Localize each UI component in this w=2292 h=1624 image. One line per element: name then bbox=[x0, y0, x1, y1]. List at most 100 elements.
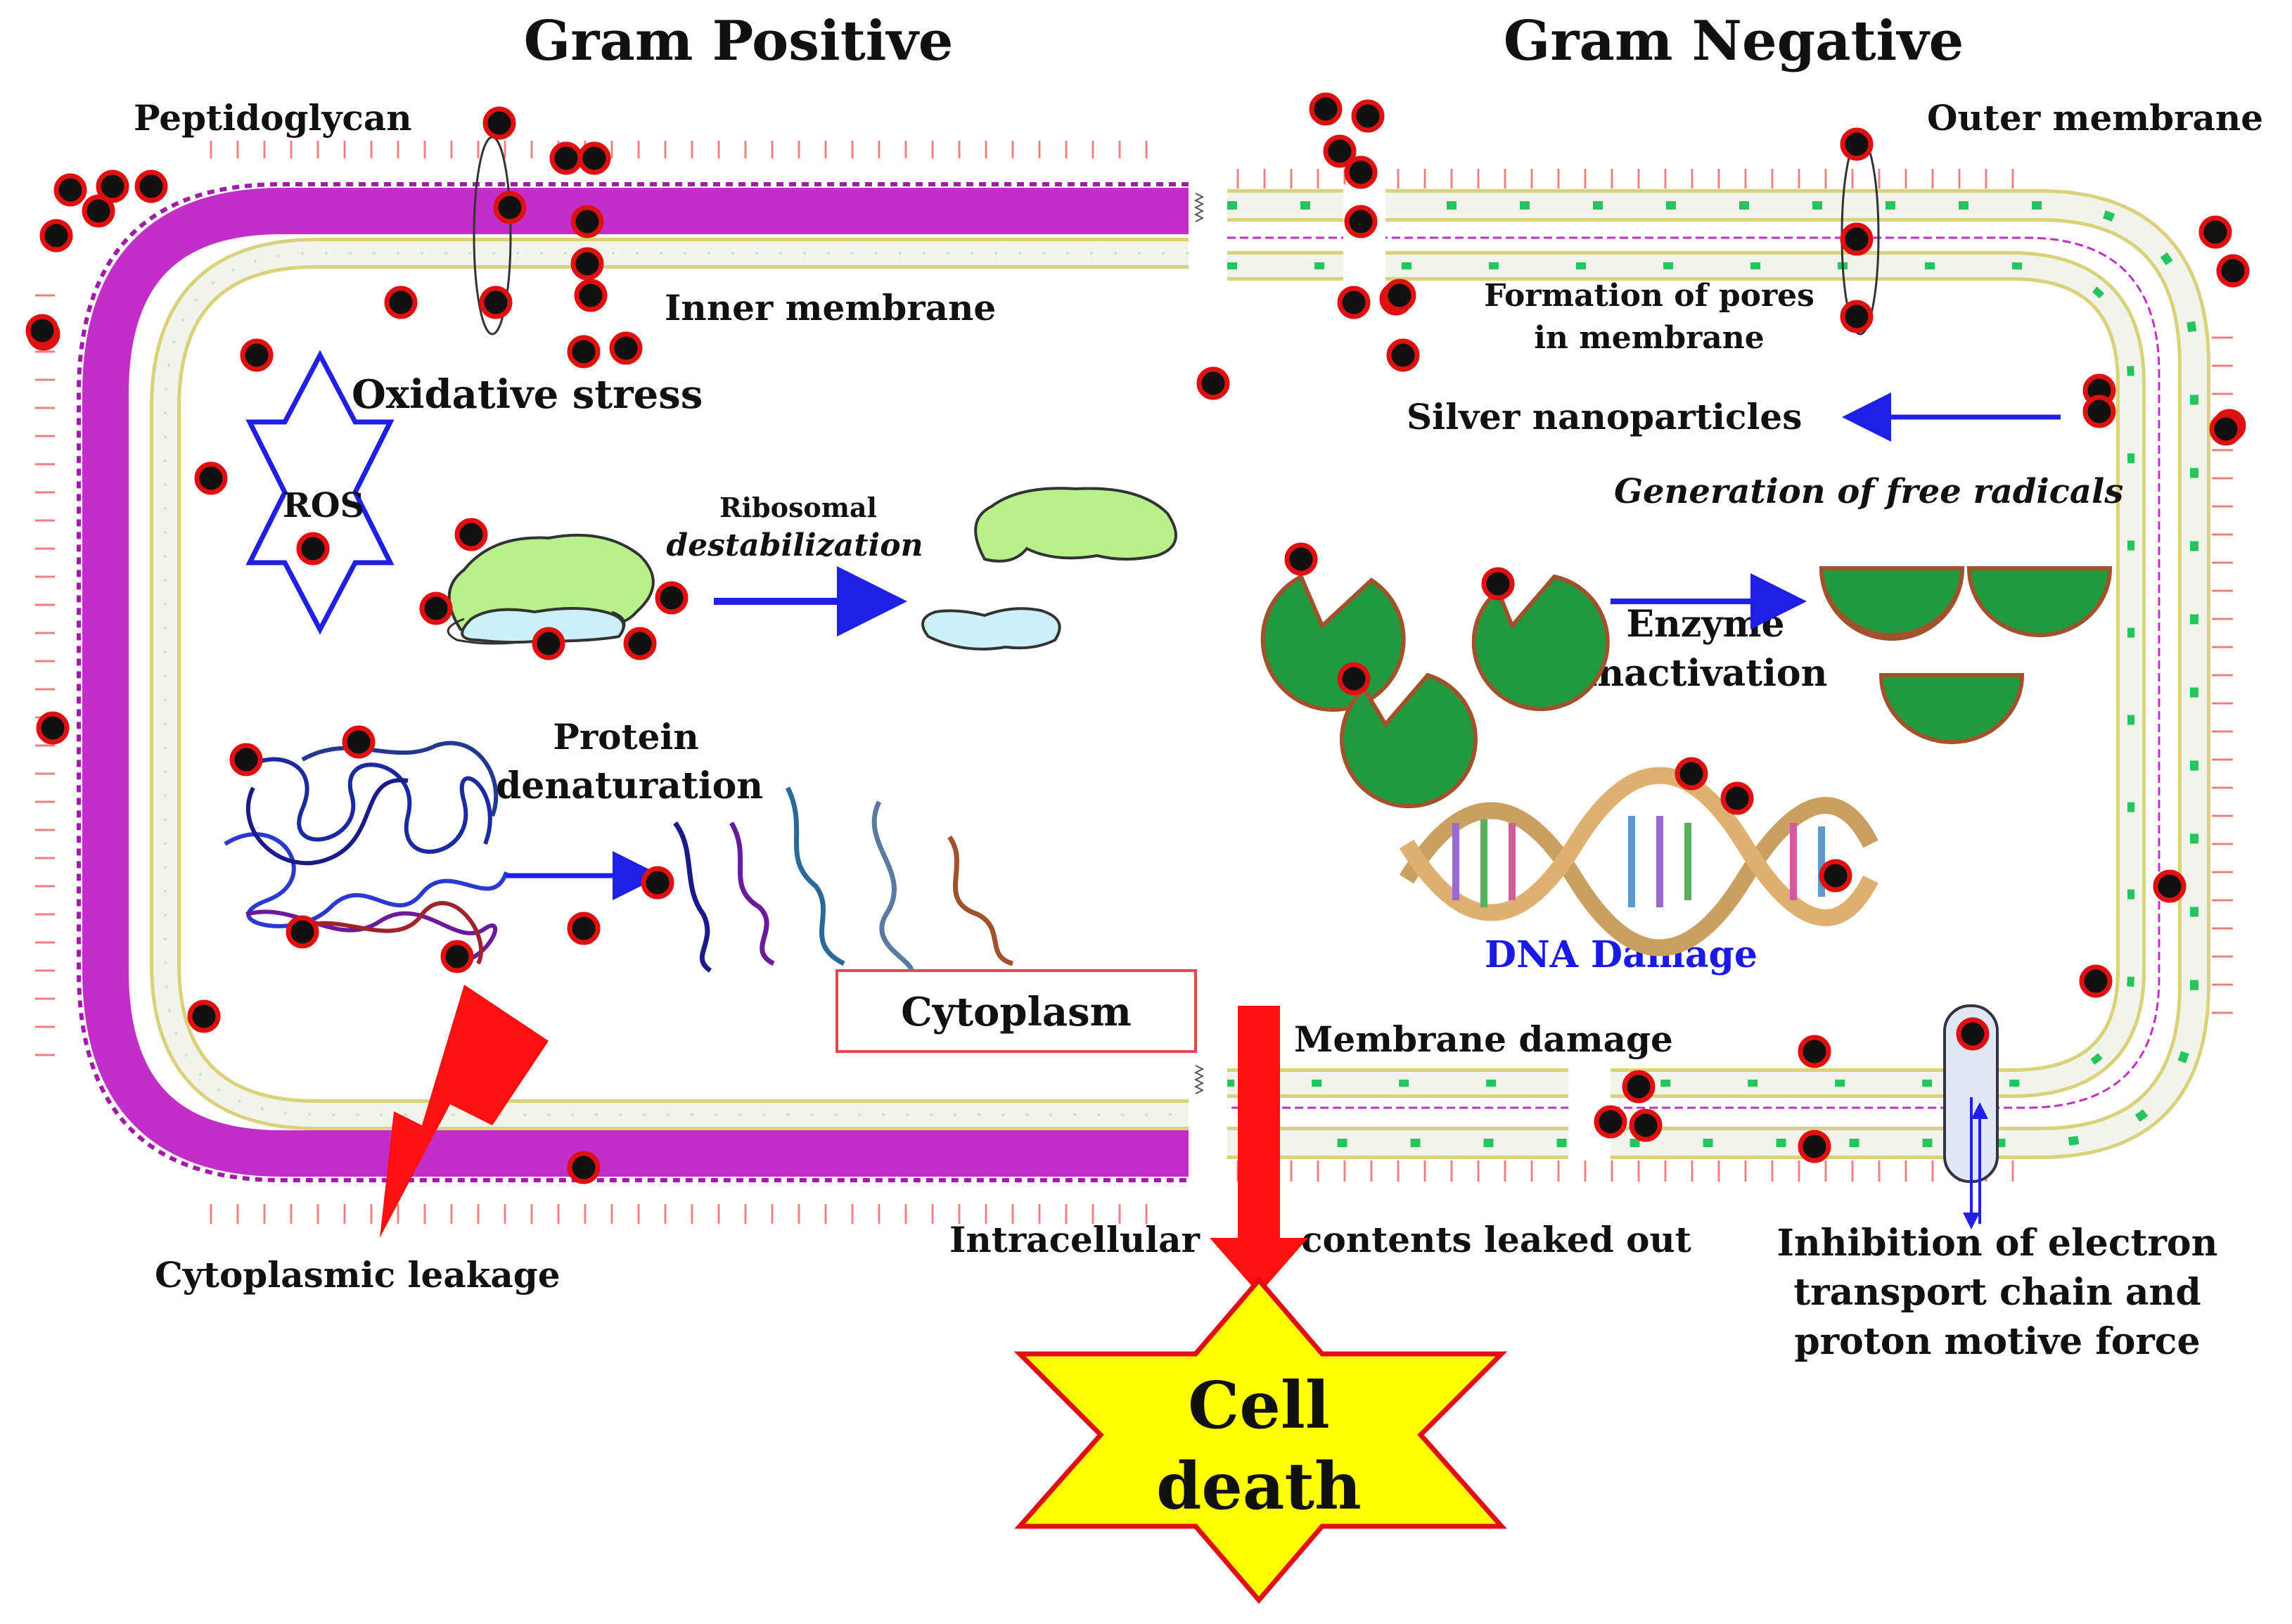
nanoparticle-dot bbox=[1309, 92, 1343, 126]
nanoparticle-dot bbox=[36, 711, 70, 745]
nanoparticle-dot bbox=[1337, 286, 1371, 319]
ribosome-intact bbox=[447, 533, 655, 645]
ros-star: ROS bbox=[245, 350, 395, 635]
label-inhibition-1: Inhibition of electron bbox=[1777, 1222, 2218, 1265]
ribosome-split bbox=[921, 487, 1177, 651]
nanoparticle-dot bbox=[1344, 205, 1378, 238]
cell-death-line-2: death bbox=[1156, 1448, 1362, 1524]
protein-tangle bbox=[224, 741, 508, 966]
nanoparticle-dot bbox=[479, 286, 513, 319]
protein-unfolded bbox=[673, 786, 1014, 980]
nanoparticle-dot bbox=[2216, 254, 2250, 288]
nanoparticle-dot bbox=[296, 532, 330, 565]
peptidoglycan-layer bbox=[82, 188, 1189, 1177]
label-contents-leaked: contents leaked out bbox=[1301, 1219, 1691, 1260]
nanoparticle-dot bbox=[574, 279, 608, 312]
etc-channel bbox=[1943, 1004, 1999, 1229]
label-inner-membrane: Inner membrane bbox=[665, 287, 996, 328]
nanoparticle-dot bbox=[570, 205, 604, 238]
label-ribosomal-1: Ribosomal bbox=[719, 492, 877, 523]
red-down-arrow bbox=[1210, 1006, 1308, 1294]
nanoparticle-dot bbox=[440, 940, 474, 973]
ros-label: ROS bbox=[283, 486, 364, 525]
label-outer-membrane: Outer membrane bbox=[1927, 97, 2263, 139]
label-enzyme-2: inactivation bbox=[1584, 652, 1828, 695]
nanoparticle-dot bbox=[96, 170, 129, 203]
nanoparticle-dot bbox=[2082, 395, 2116, 428]
nanoparticle-dot bbox=[1594, 1105, 1627, 1139]
nanoparticle-dot bbox=[419, 592, 453, 625]
nanoparticle-dot bbox=[240, 338, 274, 372]
enzymes-inactive bbox=[1819, 566, 2113, 744]
nanoparticle-dot bbox=[1720, 781, 1754, 815]
gram-positive-wall bbox=[35, 141, 1189, 1224]
silver-nanoparticles bbox=[25, 92, 2250, 1184]
nanoparticle-dot bbox=[532, 627, 565, 660]
label-intracellular: Intracellular bbox=[949, 1219, 1201, 1260]
label-pores-2: in membrane bbox=[1534, 320, 1765, 356]
nanoparticle-dot bbox=[25, 314, 59, 347]
nanoparticle-dot bbox=[641, 866, 674, 900]
nanoparticle-dot bbox=[1337, 662, 1371, 696]
nanoparticle-dot bbox=[134, 170, 168, 203]
nanoparticle-dot bbox=[1383, 279, 1416, 312]
nanoparticle-dot bbox=[482, 106, 516, 140]
nanoparticle-dot bbox=[1344, 155, 1378, 189]
nanoparticle-dot bbox=[655, 581, 689, 615]
nanoparticle-dot bbox=[1675, 757, 1708, 791]
label-cytoplasmic-leakage: Cytoplasmic leakage bbox=[155, 1254, 561, 1296]
label-membrane-damage: Membrane damage bbox=[1294, 1018, 1673, 1060]
nanoparticle-dot bbox=[39, 219, 73, 252]
nanoparticle-dot bbox=[567, 1151, 601, 1184]
nanoparticle-dot bbox=[1284, 542, 1318, 576]
nanoparticle-dot bbox=[342, 725, 376, 759]
nanoparticle-dot bbox=[1798, 1130, 1831, 1163]
label-protein-1: Protein bbox=[553, 716, 699, 757]
nanoparticle-dot bbox=[623, 627, 657, 660]
nanoparticle-dot bbox=[194, 461, 228, 495]
label-inhibition-2: transport chain and bbox=[1793, 1271, 2201, 1314]
nanoparticle-dot bbox=[1323, 134, 1357, 168]
label-inhibition-3: proton motive force bbox=[1794, 1320, 2200, 1363]
nanoparticle-dot bbox=[1196, 366, 1230, 400]
nanoparticle-dot bbox=[1622, 1070, 1656, 1104]
nanoparticle-dot bbox=[567, 912, 601, 945]
label-peptidoglycan: Peptidoglycan bbox=[134, 97, 412, 139]
heading-gram-negative: Gram Negative bbox=[1504, 9, 1964, 73]
label-ribosomal-2: destabilization bbox=[666, 528, 923, 563]
nanoparticle-dot bbox=[1629, 1108, 1663, 1142]
nanoparticle-dot bbox=[1956, 1017, 1990, 1051]
nanoparticle-dot bbox=[1819, 859, 1852, 893]
nanoparticle-dot bbox=[567, 335, 601, 369]
cell-death-line-1: Cell bbox=[1188, 1367, 1330, 1443]
nanoparticle-dot bbox=[1840, 127, 1874, 161]
nanoparticle-dot bbox=[187, 999, 221, 1033]
nanoparticle-dot bbox=[229, 743, 263, 776]
nanoparticle-dot bbox=[1840, 222, 1874, 256]
dna-helix bbox=[1399, 767, 1878, 957]
nanoparticle-dot bbox=[1840, 300, 1874, 333]
cell-death-star: Cell death bbox=[1013, 1276, 1508, 1604]
nanoparticle-dot bbox=[2079, 964, 2113, 998]
peptidoglycan-hairs bbox=[35, 141, 1148, 1224]
nanoparticle-dot bbox=[384, 286, 418, 319]
enzymes-active bbox=[1260, 573, 1610, 809]
nanoparticle-dot bbox=[570, 247, 604, 281]
nanoparticle-dot bbox=[1386, 338, 1420, 372]
nanoparticle-dot bbox=[1798, 1035, 1831, 1068]
nanoparticle-dot bbox=[454, 518, 488, 551]
heading-gram-positive: Gram Positive bbox=[524, 9, 954, 73]
label-free-radicals: Generation of free radicals bbox=[1614, 472, 2123, 511]
nanoparticle-dot bbox=[549, 141, 583, 175]
nanoparticle-dot bbox=[2153, 869, 2187, 903]
label-oxidative-stress: Oxidative stress bbox=[352, 371, 703, 418]
label-silver-nanoparticles: Silver nanoparticles bbox=[1407, 396, 1802, 437]
nanoparticle-dot bbox=[286, 915, 319, 949]
label-pores-1: Formation of pores bbox=[1484, 278, 1814, 314]
lightning-bolt bbox=[380, 985, 549, 1238]
cytoplasm-box: Cytoplasm bbox=[836, 969, 1197, 1053]
nanoparticle-dot bbox=[1351, 99, 1385, 133]
label-enzyme-1: Enzyme bbox=[1626, 603, 1784, 646]
